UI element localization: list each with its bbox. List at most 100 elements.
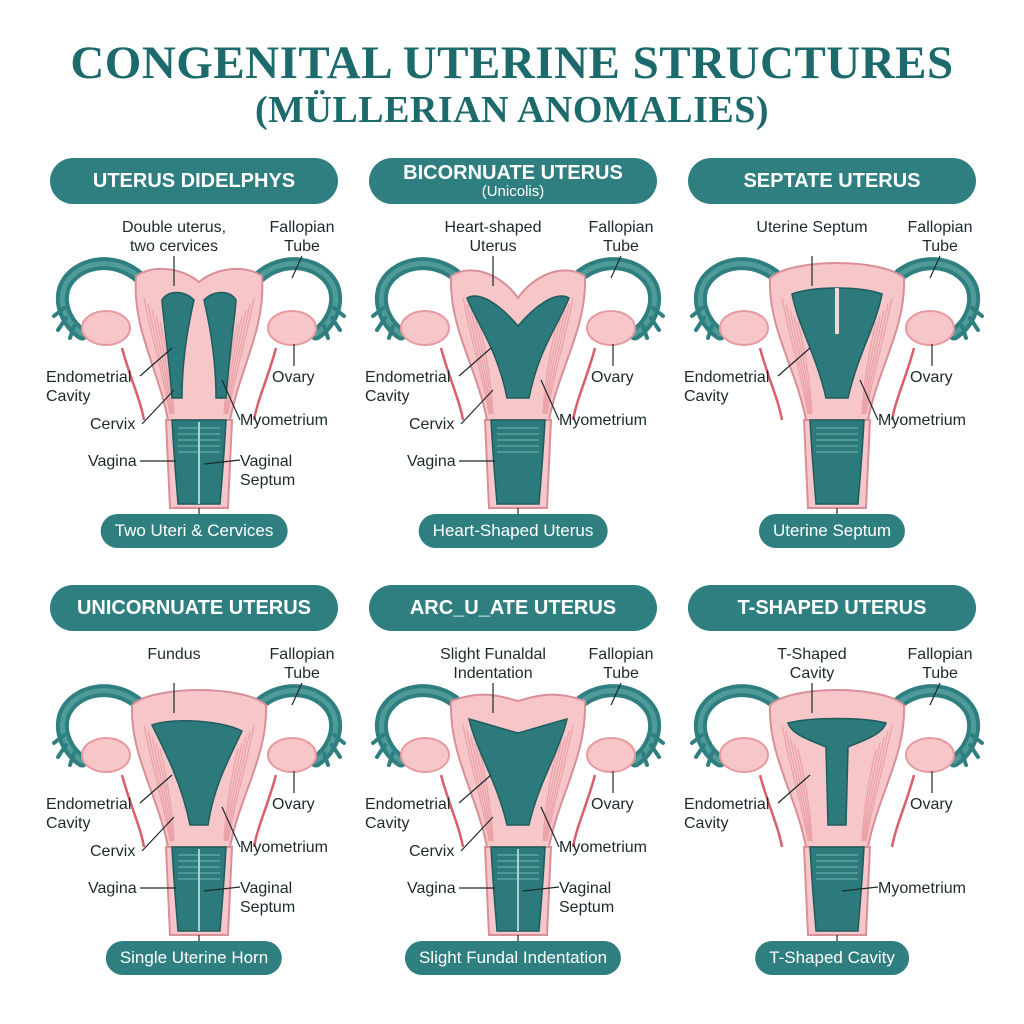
panel-heading: T-SHAPED UTERUS	[688, 585, 976, 631]
fimbriae-right	[322, 733, 346, 767]
fimbriae-left	[690, 306, 714, 340]
diagram-canvas	[690, 255, 984, 514]
leader-line	[841, 886, 879, 892]
muscle-striations	[462, 724, 574, 842]
outer-line-left	[120, 774, 146, 848]
uterus-illustration	[52, 257, 346, 509]
leader-line	[291, 255, 303, 279]
fimbriae-right	[641, 733, 665, 767]
panel-heading-text: UTERUS DIDELPHYS	[92, 170, 296, 192]
outer-line-left	[758, 347, 784, 421]
leader-line	[522, 886, 560, 892]
striation-left	[159, 748, 175, 842]
striation-right	[544, 736, 566, 842]
striation-right	[227, 297, 255, 415]
panel-caption: Single Uterine Horn	[105, 941, 283, 975]
striation-right	[865, 724, 893, 842]
label-top-left: Fundus	[147, 646, 201, 663]
leader-line	[540, 379, 560, 421]
fimbriae-right	[960, 306, 984, 340]
fimbriae-left	[52, 733, 76, 767]
fallopian-tube-highlight	[698, 688, 781, 764]
panel-heading: UNICORNUATE UTERUS	[50, 585, 338, 631]
label-top-left: Uterine Septum	[756, 219, 868, 236]
label-right-upper: Ovary	[910, 796, 953, 813]
leader-line	[460, 816, 494, 852]
striation-left	[478, 748, 494, 842]
leader-line	[221, 379, 241, 421]
uterus-illustration	[371, 684, 665, 936]
diagram-canvas	[371, 255, 665, 514]
label-right-upper: Ovary	[591, 796, 634, 813]
leader-line	[141, 816, 175, 852]
striation-left	[462, 297, 490, 415]
uterus-illustration	[690, 257, 984, 509]
striation-right	[224, 315, 243, 415]
striation-left	[143, 297, 171, 415]
striation-right	[546, 724, 574, 842]
panel-heading-text: BICORNUATE UTERUS	[403, 161, 623, 184]
striation-right	[224, 742, 243, 842]
striation-left	[785, 730, 810, 842]
label-right-upper: Ovary	[272, 369, 315, 386]
panel-heading: BICORNUATE UTERUS(Unicolis)	[369, 158, 657, 204]
leader-line	[458, 347, 492, 377]
striation-left	[155, 742, 174, 842]
striation-right	[864, 303, 889, 415]
striation-right	[226, 730, 251, 842]
outer-line-left	[439, 347, 465, 421]
label-left-upper: Endometrial Cavity	[684, 369, 770, 405]
panel-heading: SEPTATE UTERUS	[688, 158, 976, 204]
label-left-upper: Endometrial Cavity	[365, 369, 451, 405]
label-right-upper: Ovary	[272, 796, 315, 813]
ovary-left	[400, 310, 450, 346]
panel-septate-uterus: SEPTATE UTERUS Uterine Septum Fallopian Tu…	[682, 158, 992, 588]
label-top-right: Fallopian Tube	[588, 646, 654, 682]
leader-line	[139, 774, 173, 804]
striation-right	[227, 724, 255, 842]
leader-line	[221, 806, 241, 848]
page-title: CONGENITAL UTERINE STRUCTURES	[70, 37, 954, 89]
vagina	[809, 419, 865, 505]
panel-heading-text: T-SHAPED UTERUS	[737, 597, 927, 619]
fallopian-tube-highlight	[60, 261, 143, 337]
leader-line	[141, 389, 175, 425]
panel-heading: UTERUS DIDELPHYS	[50, 158, 338, 204]
panel-caption: Uterine Septum	[758, 514, 906, 548]
label-top-left: T-Shaped Cavity	[777, 646, 847, 682]
ovary-right	[586, 310, 636, 346]
endometrial-cavity	[791, 287, 883, 399]
striation-right	[862, 742, 881, 842]
fimbriae-right	[960, 733, 984, 767]
muscle-striations	[143, 724, 255, 842]
striation-left	[147, 303, 172, 415]
fallopian-tube-highlight	[60, 688, 143, 764]
striation-right	[861, 748, 877, 842]
diagram-canvas	[690, 682, 984, 941]
leader-line	[777, 347, 811, 377]
striation-left	[474, 315, 493, 415]
striation-right	[225, 736, 247, 842]
diagram-canvas	[52, 255, 346, 514]
leader-line	[929, 682, 941, 706]
fallopian-tube-highlight	[574, 261, 657, 337]
ovary-right	[267, 310, 317, 346]
leader-line	[139, 347, 173, 377]
ovary-left	[81, 310, 131, 346]
label-top-right: Fallopian Tube	[907, 219, 973, 255]
leader-line	[203, 459, 241, 465]
striation-right	[226, 303, 251, 415]
muscle-striations	[781, 724, 893, 842]
fallopian-tube-highlight	[698, 261, 781, 337]
striation-left	[147, 730, 172, 842]
ovary-left	[81, 737, 131, 773]
label-left-upper: Endometrial Cavity	[684, 796, 770, 832]
panel-bicornuate-uterus: BICORNUATE UTERUS(Unicolis)Heart-shaped …	[363, 158, 673, 588]
striation-left	[789, 309, 811, 415]
label-right-upper: Ovary	[591, 369, 634, 386]
striation-right	[543, 742, 562, 842]
label-right-mid: Myometrium	[878, 412, 967, 429]
label-right-mid: Myometrium	[240, 839, 329, 856]
